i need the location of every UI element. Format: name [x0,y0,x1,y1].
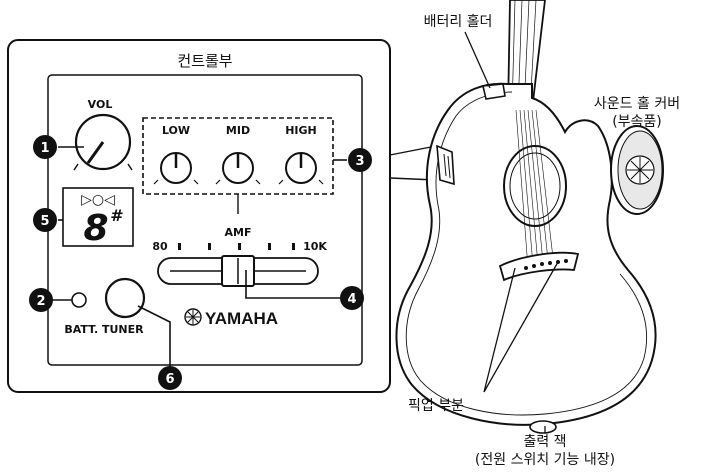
marker-5: 5 [33,208,57,232]
tuner-indicator: ▷○◁ [81,192,115,208]
leader-battery-holder [464,31,491,89]
low-knob[interactable] [153,152,199,185]
amf-label: AMF [225,226,252,239]
vol-label: VOL [88,98,113,111]
svg-text:6: 6 [165,372,174,387]
high-knob[interactable] [278,152,324,185]
leader-6 [137,305,171,366]
amf-tick-marks [178,243,295,250]
knob-label-low: LOW [162,124,190,137]
tuner-note: 8 [83,208,108,249]
svg-text:3: 3 [355,154,364,169]
callout-sound-hole-cover: 사운드 홀 커버 [594,96,680,112]
amf-slider-handle[interactable] [221,255,255,287]
callout-output-jack: 출력 잭 [523,434,566,450]
sound-hole-cover-illustration [610,125,664,215]
marker-2: 2 [29,288,53,312]
marker-6: 6 [158,366,182,390]
tuner-display [62,187,134,247]
vol-knob[interactable] [73,113,133,171]
callout-sound-hole-cover-sub: (부속품) [612,114,662,130]
zoom-line-top [389,145,437,156]
leader-pickup-b [483,261,559,393]
amf-max-label: 10K [303,240,327,253]
leader-pickup-a [483,267,516,393]
tuner-button[interactable] [104,277,146,319]
knob-label-high: HIGH [285,124,317,137]
battery-led [71,292,87,308]
amf-min-label: 80 [152,240,168,253]
tuner-sharp: # [110,206,123,225]
guitar-illustration [395,0,657,434]
svg-text:1: 1 [40,141,49,156]
yamaha-logo: YAMAHA [184,308,278,328]
panel-title: 컨트롤부 [177,52,232,70]
svg-text:2: 2 [36,294,45,309]
knob-label-mid: MID [226,124,250,137]
svg-text:5: 5 [40,214,49,229]
marker-3: 3 [348,148,372,172]
marker-4: 4 [340,286,364,310]
marker-1: 1 [33,135,57,159]
svg-text:4: 4 [347,292,356,307]
callout-battery-holder: 배터리 홀더 [424,14,493,30]
leader-4 [245,270,340,299]
mid-knob[interactable] [215,152,261,185]
callout-output-jack-sub: (전원 스위치 기능 내장) [475,452,615,468]
brand-text: YAMAHA [205,309,278,328]
callout-pickup: 픽업 부분 [408,398,464,414]
batt-tuner-label: BATT. TUNER [64,323,144,336]
